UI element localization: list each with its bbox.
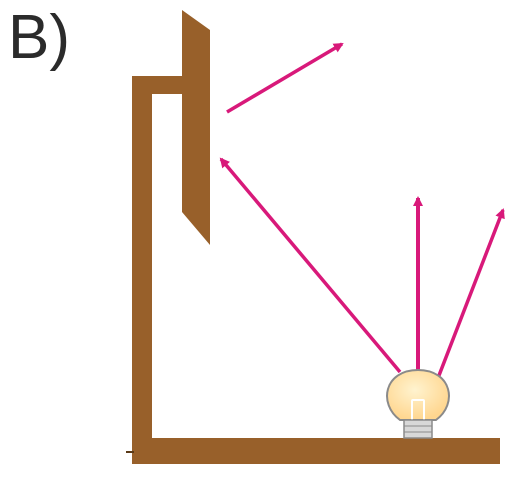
light-rays [219, 42, 505, 379]
incident-ray [219, 157, 402, 374]
panel-label: B) [8, 3, 70, 72]
stand-base [132, 438, 500, 464]
bulb-glass [386, 368, 450, 421]
bulb-base [403, 419, 433, 439]
wooden-stand [126, 76, 500, 464]
mirror [182, 10, 210, 245]
reflected-ray [226, 42, 344, 114]
oblique-ray [436, 208, 505, 379]
stand-post [132, 76, 152, 464]
light-bulb [386, 368, 450, 439]
